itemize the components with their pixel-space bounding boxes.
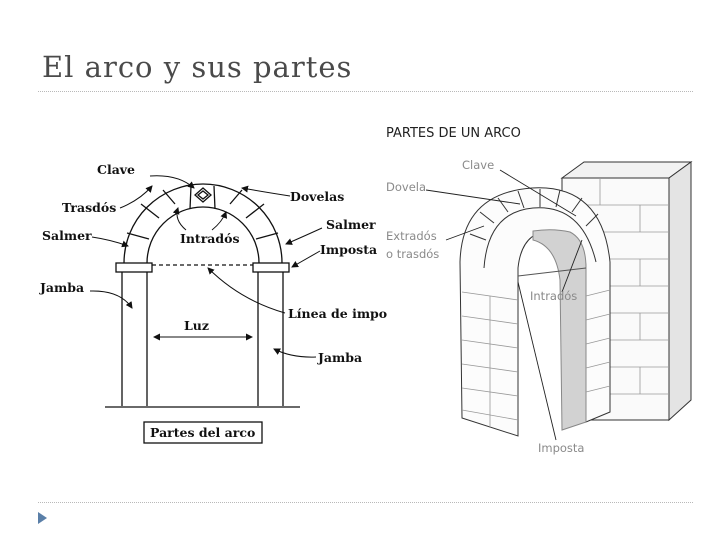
rlabel-dovela: Dovela [386, 180, 426, 194]
rlabel-extrados: Extradós [386, 229, 437, 243]
right-arch-labels: PARTES DE UN ARCO Clave Dovela Extradós … [386, 126, 584, 455]
rlabel-imposta: Imposta [538, 441, 584, 455]
rlabel-intrados: Intradós [530, 289, 577, 303]
rlabel-clave: Clave [462, 158, 494, 172]
footer-divider [38, 502, 693, 503]
label-intrados: Intradós [180, 231, 240, 246]
rlabel-trasdos: o trasdós [386, 247, 439, 261]
title-divider [38, 91, 693, 92]
label-imposta: Imposta [320, 242, 377, 257]
label-jamba-right: Jamba [317, 350, 362, 365]
right-arch-leaders [425, 169, 583, 441]
label-salmer-right: Salmer [326, 217, 376, 232]
left-arch-labels: Clave Trasdós Dovelas Salmer Salmer Intr… [39, 162, 387, 440]
caption-partes-del-arco: Partes del arco [150, 425, 255, 440]
right-arch-drawing [459, 161, 693, 437]
bullet-arrow-icon [38, 512, 47, 524]
label-luz: Luz [184, 318, 209, 333]
label-trasdos: Trasdós [62, 200, 116, 215]
label-linea: Línea de impo [288, 306, 387, 321]
label-jamba-left: Jamba [39, 280, 84, 295]
label-clave: Clave [97, 162, 135, 177]
label-salmer-left: Salmer [42, 228, 92, 243]
left-arch-arrows [89, 175, 323, 358]
label-dovelas: Dovelas [290, 189, 344, 204]
slide-title: El arco y sus partes [42, 50, 353, 84]
right-heading: PARTES DE UN ARCO [386, 126, 521, 141]
left-arch-drawing [105, 183, 300, 444]
